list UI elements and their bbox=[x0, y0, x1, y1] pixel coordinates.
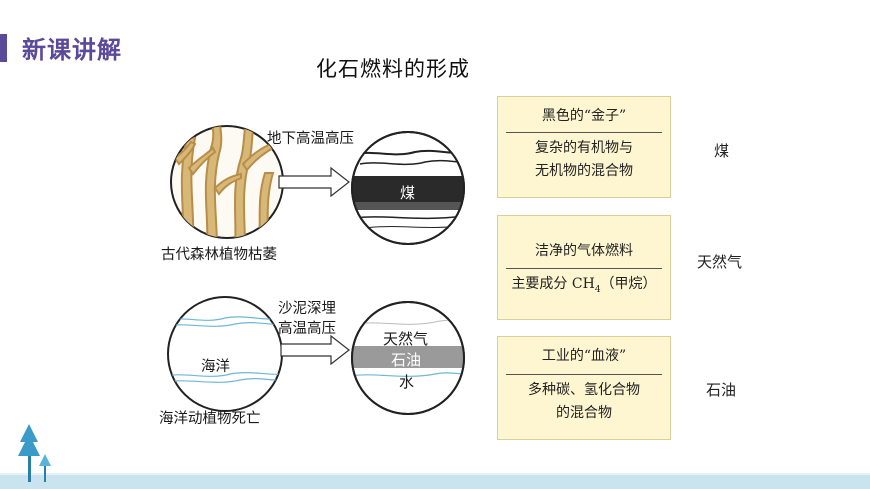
box-body: 多种碳、氢化合物 的混合物 bbox=[498, 375, 670, 425]
oil-layer-label: 石油 bbox=[391, 351, 421, 369]
box-body-line: 多种碳、氢化合物 bbox=[528, 382, 640, 398]
box-title: 黑色的“金子” bbox=[541, 108, 627, 124]
box-body-line: 复杂的有机物与 bbox=[535, 140, 633, 156]
header-accent-bar bbox=[0, 34, 7, 62]
box-body: 复杂的有机物与 无机物的混合物 bbox=[498, 133, 670, 183]
top-arrow bbox=[278, 166, 350, 198]
info-box-oil: 工业的“血液” 多种碳、氢化合物 的混合物 bbox=[497, 336, 671, 440]
fuel-label-oil: 石油 bbox=[706, 381, 737, 399]
ocean-circle bbox=[167, 296, 283, 412]
box-body-line: 的混合物 bbox=[556, 405, 612, 421]
oil-gas-circle bbox=[351, 301, 465, 415]
box-body-subscript: 4 bbox=[594, 284, 601, 295]
water-layer-label: 水 bbox=[399, 373, 414, 391]
box-body-text: 主要成分 CH bbox=[511, 276, 595, 292]
footer-highlight bbox=[0, 473, 870, 475]
box-title: 洁净的气体燃料 bbox=[535, 243, 633, 259]
bottom-arrow bbox=[280, 334, 350, 366]
box-divider bbox=[506, 374, 662, 375]
fossil-fuel-diagram: 地下高温高压 煤 古代森林植物枯萎 海洋 沙泥深埋 高温高压 bbox=[159, 125, 465, 427]
tree-decoration-icon bbox=[18, 424, 51, 482]
section-title: 新课讲解 bbox=[22, 36, 122, 64]
coal-layer-label: 煤 bbox=[400, 184, 415, 202]
gas-layer-label: 天然气 bbox=[383, 330, 428, 348]
bottom-arrow-label-line2: 高温高压 bbox=[278, 320, 336, 337]
box-body: 主要成分 CH4（甲烷） bbox=[498, 269, 670, 302]
box-body-text: （甲烷） bbox=[600, 276, 657, 292]
top-left-caption: 古代森林植物枯萎 bbox=[161, 246, 277, 263]
box-divider bbox=[506, 268, 662, 269]
info-box-coal: 黑色的“金子” 复杂的有机物与 无机物的混合物 bbox=[497, 96, 671, 198]
bottom-arrow-label-line1: 沙泥深埋 bbox=[278, 300, 336, 317]
coal-circle bbox=[351, 131, 465, 245]
box-body-line: 无机物的混合物 bbox=[535, 163, 633, 179]
info-box-gas: 洁净的气体燃料 主要成分 CH4（甲烷） bbox=[497, 215, 671, 320]
box-title: 工业的“血液” bbox=[541, 348, 627, 364]
box-divider bbox=[506, 132, 662, 133]
fuel-label-coal: 煤 bbox=[714, 142, 730, 160]
ocean-label: 海洋 bbox=[201, 358, 230, 375]
slide-title: 化石燃料的形成 bbox=[316, 57, 470, 81]
footer-bar bbox=[0, 475, 870, 489]
fuel-label-gas: 天然气 bbox=[697, 253, 743, 271]
bottom-left-caption: 海洋动植物死亡 bbox=[159, 410, 261, 427]
forest-circle bbox=[170, 125, 284, 239]
top-arrow-label: 地下高温高压 bbox=[267, 130, 354, 147]
